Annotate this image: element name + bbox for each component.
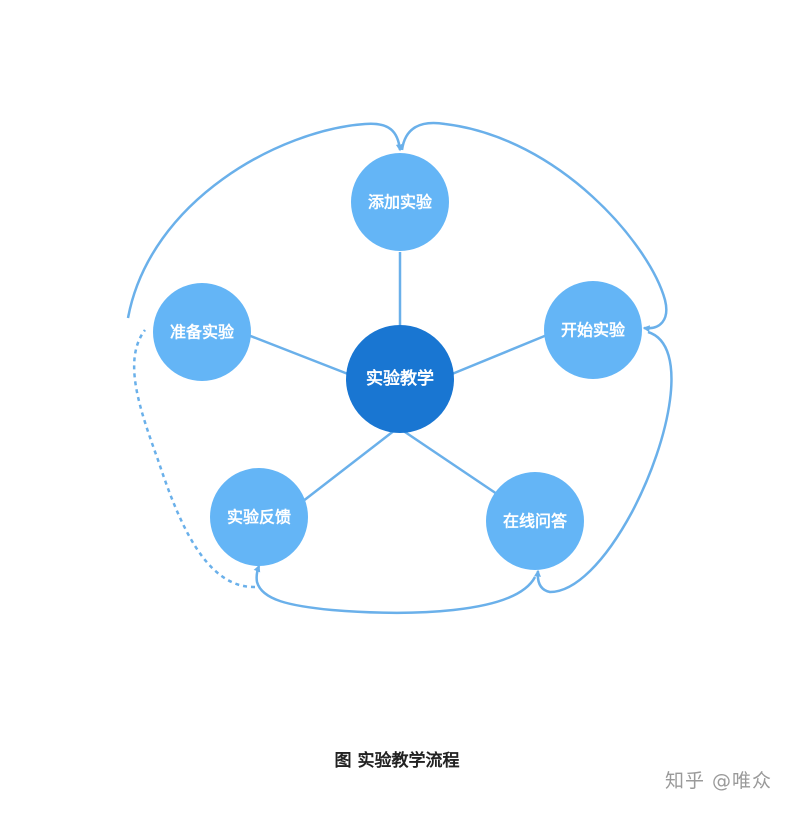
arrow-feedback-to-prepare-dashed bbox=[132, 329, 256, 589]
node-experiment-feedback: 实验反馈 bbox=[210, 468, 308, 566]
node-center-teaching: 实验教学 bbox=[346, 325, 454, 433]
cycle-arrows bbox=[126, 121, 673, 614]
spoke-to-online-qa bbox=[401, 428, 498, 496]
arrow-add-to-start bbox=[400, 121, 668, 333]
node-start-experiment: 开始实验 bbox=[544, 281, 642, 379]
arrow-qa-to-feedback bbox=[253, 564, 537, 614]
node-label: 准备实验 bbox=[170, 323, 235, 342]
watermark: 知乎 @唯众 bbox=[664, 770, 772, 792]
spoke-to-start-experiment bbox=[451, 333, 548, 376]
arrow-prepare-to-add bbox=[126, 122, 403, 319]
spoke-connectors bbox=[247, 252, 548, 506]
node-prepare-experiment: 准备实验 bbox=[153, 283, 251, 381]
spoke-to-prepare-experiment bbox=[247, 333, 349, 376]
figure-caption: 图 实验教学流程 bbox=[334, 751, 460, 771]
spoke-to-feedback bbox=[297, 429, 396, 506]
center-label: 实验教学 bbox=[366, 368, 434, 389]
node-label: 在线问答 bbox=[503, 512, 568, 531]
node-label: 开始实验 bbox=[561, 321, 626, 340]
node-label: 添加实验 bbox=[368, 193, 433, 212]
node-label: 实验反馈 bbox=[227, 508, 291, 527]
node-add-experiment: 添加实验 bbox=[351, 153, 449, 251]
node-online-qa: 在线问答 bbox=[486, 472, 584, 570]
arrow-start-to-qa bbox=[534, 330, 673, 594]
